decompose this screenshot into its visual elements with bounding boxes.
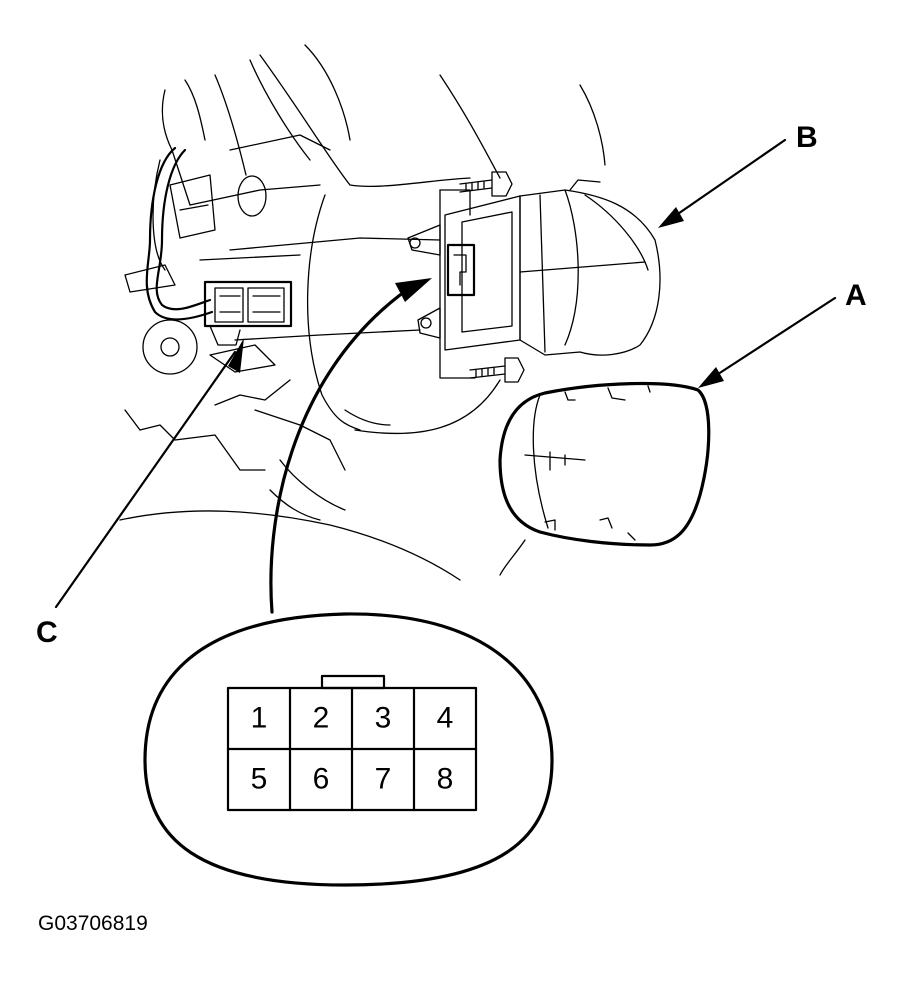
figure-code: G03706819: [38, 912, 148, 935]
pin-3-label: 3: [375, 702, 392, 735]
connector-callout-bubble: [143, 612, 554, 887]
wire-harness: [145, 146, 214, 321]
leader-arrow-b: [658, 138, 787, 228]
connector-c: [203, 280, 293, 346]
pin-7-label: 7: [375, 763, 392, 796]
pin-6-label: 6: [313, 763, 330, 796]
label-c: C: [36, 616, 58, 649]
pin-5-label: 5: [251, 763, 268, 796]
label-b: B: [796, 121, 818, 154]
pin-2-label: 2: [313, 702, 330, 735]
pin-4-label: 4: [437, 702, 454, 735]
switch-assembly-b: [407, 171, 661, 383]
steering-column-housing: [119, 44, 606, 581]
pin-1-label: 1: [251, 702, 268, 735]
label-a: A: [845, 279, 867, 312]
connector-callout-arrow: [269, 278, 432, 614]
leader-arrow-c: [54, 338, 244, 609]
connector-pin-face: 1 2 3 4 5 6 7 8: [226, 674, 478, 812]
leader-arrow-a: [698, 296, 837, 388]
pin-8-label: 8: [437, 763, 454, 796]
cover-a: [498, 381, 711, 547]
